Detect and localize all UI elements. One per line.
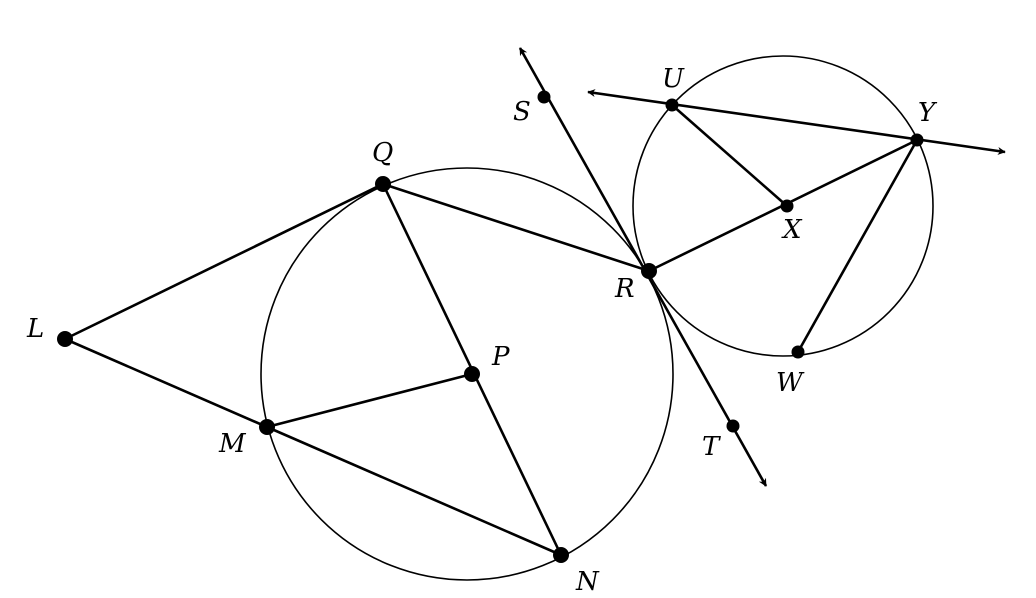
label-u: U	[662, 64, 685, 94]
label-l: L	[26, 314, 44, 344]
label-x: X	[781, 215, 803, 245]
label-p: P	[491, 342, 510, 372]
point-y	[910, 133, 924, 147]
label-y: Y	[918, 98, 938, 128]
point-q	[375, 176, 391, 192]
point-m	[259, 419, 275, 435]
segment-ux	[671, 104, 788, 207]
label-w: W	[776, 368, 805, 398]
label-n: N	[575, 567, 600, 597]
label-m: M	[218, 429, 247, 459]
point-t	[726, 419, 740, 433]
segment-mp	[266, 372, 473, 429]
label-q: Q	[372, 138, 393, 168]
point-u	[665, 98, 679, 112]
point-w	[791, 345, 805, 359]
segment-lq	[64, 182, 384, 341]
segment-lm	[64, 337, 268, 429]
label-r: R	[614, 274, 635, 304]
point-r	[641, 263, 657, 279]
point-n	[553, 547, 569, 563]
point-s	[537, 90, 551, 104]
label-t: T	[702, 432, 721, 462]
label-s: S	[513, 97, 531, 127]
segment-mn	[266, 425, 562, 557]
segment-yw	[796, 139, 919, 353]
point-l	[57, 331, 73, 347]
point-x	[780, 199, 794, 213]
secant-line-uy	[587, 89, 1006, 155]
point-p	[464, 366, 480, 382]
segment-qr	[382, 182, 650, 273]
